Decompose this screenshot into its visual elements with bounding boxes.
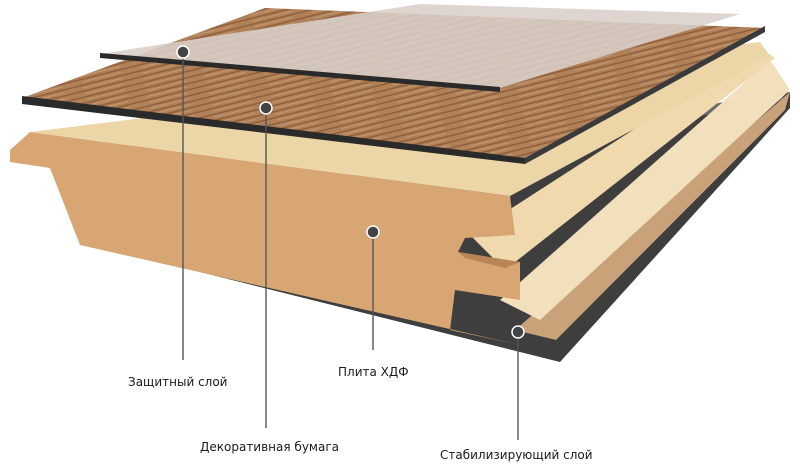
leader-decorative (259, 101, 273, 428)
leader-hdf (366, 225, 380, 350)
leader-protective (176, 45, 190, 360)
hdf-board-edge (470, 48, 790, 340)
protective-overlay (100, 4, 740, 92)
label-hdf-board: Плита ХДФ (338, 365, 409, 379)
label-protective-layer: Защитный слой (128, 375, 228, 389)
leader-stabilizing (511, 325, 525, 440)
label-stabilizing-layer: Стабилизирующий слой (440, 448, 593, 462)
label-decorative-paper: Декоративная бумага (200, 440, 339, 454)
